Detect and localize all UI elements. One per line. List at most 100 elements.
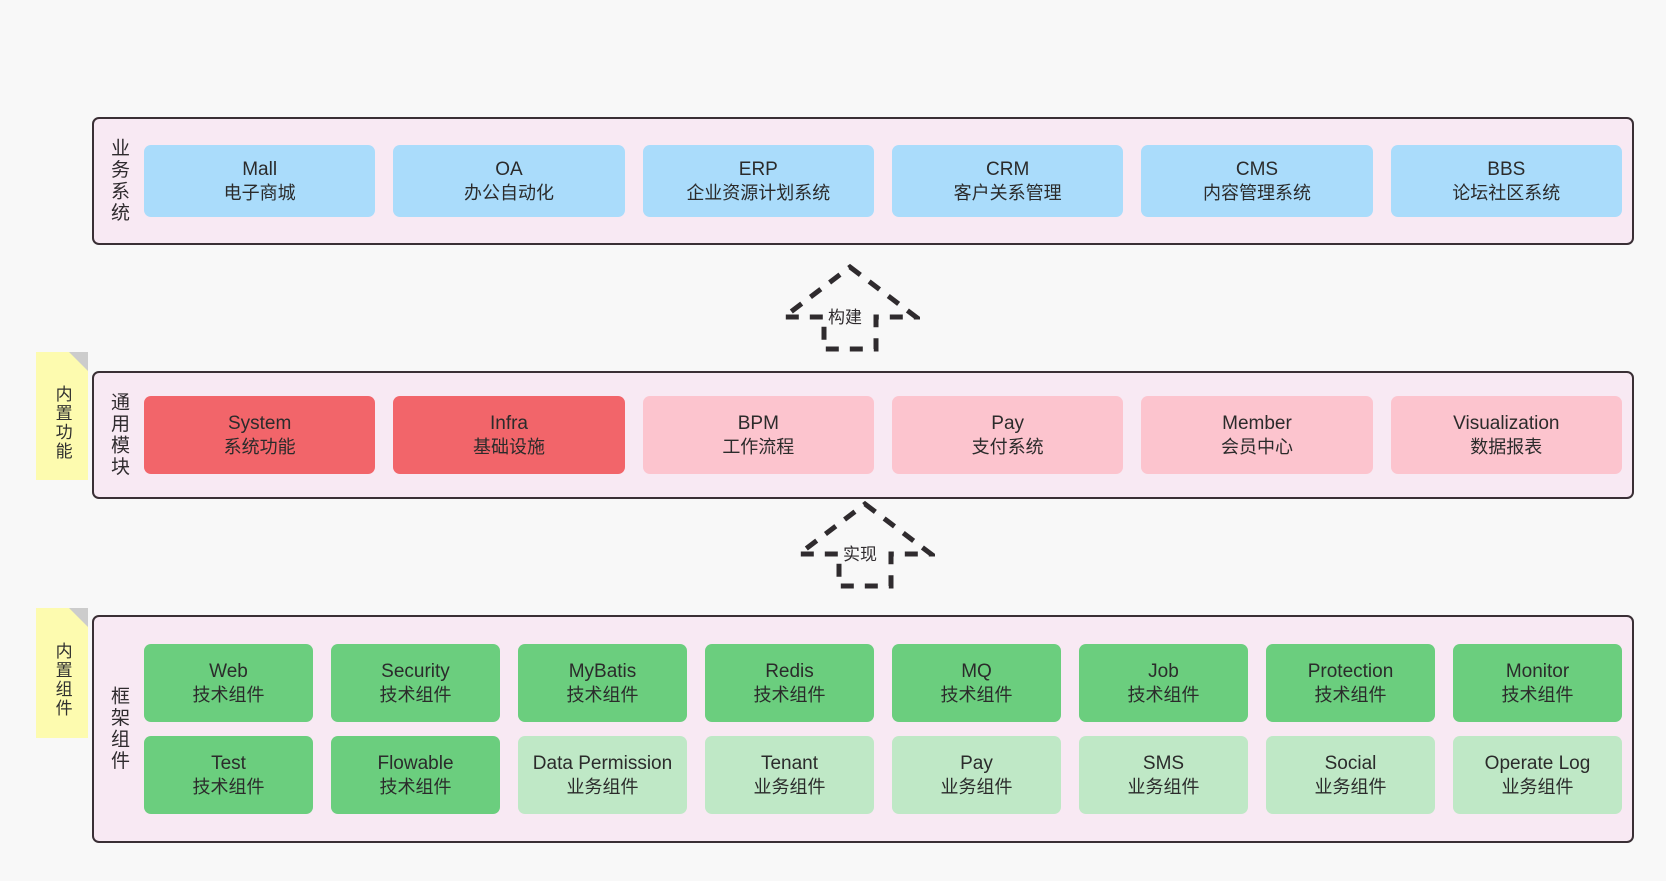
- node-subtitle: 基础设施: [472, 436, 545, 457]
- node-subtitle: 技术组件: [566, 684, 639, 705]
- node-subtitle: 业务组件: [940, 776, 1013, 797]
- node-redis[interactable]: Redis 技术组件: [705, 644, 874, 722]
- node-subtitle: 业务组件: [1314, 776, 1387, 797]
- node-title: Tenant: [760, 752, 819, 774]
- node-title: MQ: [961, 660, 992, 682]
- node-bpm[interactable]: BPM 工作流程: [642, 396, 874, 474]
- layer-framework-components: 框架组件 Web 技术组件 Security 技术组件 MyBatis 技术组件…: [92, 615, 1634, 843]
- node-subtitle: 论坛社区系统: [1452, 182, 1561, 203]
- node-mq[interactable]: MQ 技术组件: [892, 644, 1061, 722]
- node-title: Flowable: [377, 752, 454, 774]
- node-title: BBS: [1487, 158, 1526, 180]
- connector-build: 构建: [780, 263, 920, 353]
- node-infra[interactable]: Infra 基础设施: [393, 396, 625, 474]
- node-tenant[interactable]: Tenant 业务组件: [705, 736, 874, 814]
- sticky-note-builtin-component: 内置组件: [36, 608, 88, 738]
- connector-implement: 实现: [795, 500, 935, 590]
- node-title: Web: [209, 660, 248, 682]
- node-title: CMS: [1235, 158, 1279, 180]
- node-erp[interactable]: ERP 企业资源计划系统: [642, 145, 874, 217]
- layer-common-modules: 通用模块 System 系统功能 Infra 基础设施 BPM 工作流程 Pay: [92, 371, 1634, 499]
- node-subtitle: 数据报表: [1470, 436, 1543, 457]
- layer-body-business-systems: Mall 电子商城 OA 办公自动化 ERP 企业资源计划系统 CRM 客户关系…: [142, 119, 1632, 243]
- sticky-note-builtin-function: 内置功能: [36, 352, 88, 480]
- node-crm[interactable]: CRM 客户关系管理: [891, 145, 1124, 217]
- node-pay[interactable]: Pay 支付系统: [891, 396, 1124, 474]
- node-subtitle: 客户关系管理: [953, 182, 1062, 203]
- node-subtitle: 电子商城: [223, 182, 296, 203]
- layer-row: System 系统功能 Infra 基础设施 BPM 工作流程 Pay 支付系统…: [144, 396, 1622, 474]
- node-title: System: [227, 412, 292, 434]
- node-subtitle: 会员中心: [1220, 436, 1293, 457]
- node-title: Test: [211, 752, 246, 774]
- node-title: BPM: [737, 412, 779, 434]
- node-subtitle: 技术组件: [379, 684, 452, 705]
- node-member[interactable]: Member 会员中心: [1141, 396, 1373, 474]
- node-subtitle: 技术组件: [753, 684, 826, 705]
- node-monitor[interactable]: Monitor 技术组件: [1453, 644, 1622, 722]
- node-security[interactable]: Security 技术组件: [331, 644, 500, 722]
- sticky-note-label: 内置功能: [52, 385, 72, 461]
- layer-row: Web 技术组件 Security 技术组件 MyBatis 技术组件 Redi…: [144, 644, 1622, 722]
- node-data-permission[interactable]: Data Permission 业务组件: [518, 736, 687, 814]
- node-subtitle: 业务组件: [753, 776, 826, 797]
- layer-body-framework-components: Web 技术组件 Security 技术组件 MyBatis 技术组件 Redi…: [142, 617, 1632, 841]
- node-subtitle: 工作流程: [722, 436, 795, 457]
- node-subtitle: 技术组件: [940, 684, 1013, 705]
- layer-title-text: 框架组件: [107, 686, 129, 772]
- node-subtitle: 技术组件: [192, 776, 265, 797]
- node-subtitle: 技术组件: [1501, 684, 1574, 705]
- node-title: OA: [495, 158, 523, 180]
- node-operate-log[interactable]: Operate Log 业务组件: [1453, 736, 1622, 814]
- sticky-fold-corner-icon: [69, 608, 88, 627]
- node-mall[interactable]: Mall 电子商城: [144, 145, 376, 217]
- node-protection[interactable]: Protection 技术组件: [1266, 644, 1435, 722]
- node-job[interactable]: Job 技术组件: [1079, 644, 1248, 722]
- node-title: Protection: [1307, 660, 1394, 682]
- node-title: Pay: [960, 752, 993, 774]
- layer-title-text: 通用模块: [107, 392, 129, 478]
- layer-title-framework-components: 框架组件: [94, 617, 142, 841]
- node-title: Security: [381, 660, 450, 682]
- node-subtitle: 企业资源计划系统: [686, 182, 831, 203]
- node-title: Job: [1148, 660, 1179, 682]
- node-subtitle: 技术组件: [1314, 684, 1387, 705]
- node-pay-business[interactable]: Pay 业务组件: [892, 736, 1061, 814]
- node-mybatis[interactable]: MyBatis 技术组件: [518, 644, 687, 722]
- node-subtitle: 业务组件: [1501, 776, 1574, 797]
- node-flowable[interactable]: Flowable 技术组件: [331, 736, 500, 814]
- node-title: Operate Log: [1484, 752, 1591, 774]
- layer-title-text: 业务系统: [107, 138, 129, 224]
- node-subtitle: 业务组件: [566, 776, 639, 797]
- node-title: Visualization: [1453, 412, 1560, 434]
- sticky-fold-corner-icon: [69, 352, 88, 371]
- node-web[interactable]: Web 技术组件: [144, 644, 313, 722]
- node-system[interactable]: System 系统功能: [144, 396, 376, 474]
- node-test[interactable]: Test 技术组件: [144, 736, 313, 814]
- connector-label-build: 构建: [828, 308, 862, 327]
- node-sms[interactable]: SMS 业务组件: [1079, 736, 1248, 814]
- layer-row: Test 技术组件 Flowable 技术组件 Data Permission …: [144, 736, 1622, 814]
- build-arrow-icon: [780, 263, 920, 352]
- node-title: ERP: [738, 158, 778, 180]
- node-cms[interactable]: CMS 内容管理系统: [1141, 145, 1373, 217]
- node-title: Member: [1222, 412, 1292, 434]
- node-oa[interactable]: OA 办公自动化: [393, 145, 625, 217]
- node-subtitle: 内容管理系统: [1202, 182, 1311, 203]
- node-title: Pay: [991, 412, 1025, 434]
- node-bbs[interactable]: BBS 论坛社区系统: [1390, 145, 1622, 217]
- node-title: MyBatis: [568, 660, 637, 682]
- node-visualization[interactable]: Visualization 数据报表: [1390, 396, 1622, 474]
- node-title: CRM: [986, 158, 1030, 180]
- node-title: Redis: [765, 660, 814, 682]
- node-title: Monitor: [1505, 660, 1570, 682]
- node-social[interactable]: Social 业务组件: [1266, 736, 1435, 814]
- node-subtitle: 业务组件: [1127, 776, 1200, 797]
- layer-body-common-modules: System 系统功能 Infra 基础设施 BPM 工作流程 Pay 支付系统…: [142, 373, 1632, 497]
- node-subtitle: 办公自动化: [463, 182, 554, 203]
- node-title: Mall: [242, 158, 278, 180]
- node-subtitle: 技术组件: [192, 684, 265, 705]
- node-subtitle: 技术组件: [379, 776, 452, 797]
- node-title: SMS: [1142, 752, 1185, 774]
